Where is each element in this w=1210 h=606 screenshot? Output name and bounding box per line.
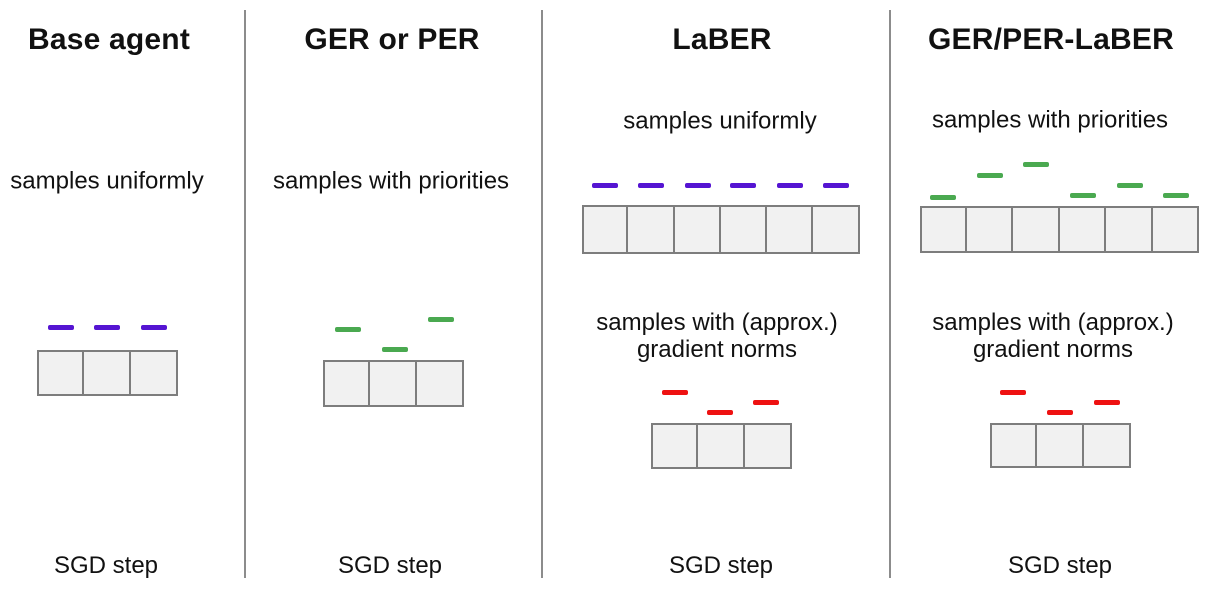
uniform-sample-dash — [141, 325, 167, 330]
column-title-ger-or-per: GER or PER — [304, 23, 480, 56]
transition-cell — [1084, 423, 1131, 468]
sgd-step-label: SGD step — [53, 552, 159, 579]
gradient-sampling-label: samples with (approx.) gradient norms — [932, 309, 1173, 363]
uniform-sample-dash — [94, 325, 120, 330]
priority-sample-dash — [382, 347, 408, 352]
uniform-sample-dash — [730, 183, 756, 188]
transition-box-row — [37, 350, 178, 396]
transition-cell — [417, 360, 464, 407]
sgd-step-label: SGD step — [668, 552, 774, 579]
transition-cell — [628, 205, 675, 254]
gradient-norm-dash — [1094, 400, 1120, 405]
gradient-norm-dash — [1047, 410, 1073, 415]
uniform-sample-dash — [685, 183, 711, 188]
uniform-sample-dash — [48, 325, 74, 330]
transition-cell — [1037, 423, 1084, 468]
transition-cell — [745, 423, 792, 469]
gradient-sampling-label-line: samples with (approx.) — [932, 309, 1174, 336]
transition-cell — [37, 350, 84, 396]
priority-sample-dash — [1163, 193, 1189, 198]
sgd-step-label: SGD step — [1007, 552, 1113, 579]
uniform-sample-dash — [592, 183, 618, 188]
transition-cell — [84, 350, 131, 396]
transition-cell — [323, 360, 370, 407]
transition-cell — [370, 360, 417, 407]
transition-cell — [1106, 206, 1153, 253]
transition-cell — [1013, 206, 1060, 253]
transition-cell — [767, 205, 814, 254]
transition-cell — [813, 205, 860, 254]
transition-cell — [720, 205, 768, 254]
priority-sample-dash — [335, 327, 361, 332]
transition-cell — [1152, 206, 1199, 253]
column-title-base-agent: Base agent — [27, 23, 191, 56]
sampling-label: samples with priorities — [273, 168, 509, 195]
priority-sample-dash — [1070, 193, 1096, 198]
priority-sample-dash — [977, 173, 1003, 178]
sampling-label-line: samples uniformly — [623, 107, 817, 135]
sampling-label: samples uniformly — [623, 108, 816, 135]
priority-sample-dash — [1023, 162, 1049, 167]
gradient-sampling-label-line: gradient norms — [636, 336, 798, 363]
transition-box-row — [920, 206, 1199, 253]
gradient-sampling-label-line: gradient norms — [972, 336, 1134, 363]
gradient-norm-dash — [753, 400, 779, 405]
gradient-norm-dash — [1000, 390, 1026, 395]
gradient-sampling-label: samples with (approx.) gradient norms — [596, 309, 837, 363]
transition-cell — [674, 205, 721, 254]
sgd-step-label: SGD step — [337, 552, 443, 579]
column-title-ger-per-laber: GER/PER-LaBER — [928, 23, 1174, 56]
sampling-label-line: samples with priorities — [931, 106, 1169, 134]
uniform-sample-dash — [777, 183, 803, 188]
transition-box-row — [323, 360, 464, 407]
transition-cell — [920, 206, 967, 253]
priority-sample-dash — [428, 317, 454, 322]
column-divider — [541, 10, 543, 578]
column-divider — [889, 10, 891, 578]
column-divider — [244, 10, 246, 578]
uniform-sample-dash — [638, 183, 664, 188]
gradient-sampling-label-line: samples with (approx.) — [596, 309, 838, 336]
uniform-sample-dash — [823, 183, 849, 188]
sampling-label-line: samples uniformly — [10, 167, 204, 195]
transition-cell — [651, 423, 698, 469]
transition-box-row — [990, 423, 1131, 468]
transition-cell — [131, 350, 178, 396]
transition-cell — [1059, 206, 1106, 253]
priority-sample-dash — [1117, 183, 1143, 188]
priority-sample-dash — [930, 195, 956, 200]
transition-box-row — [651, 423, 792, 469]
transition-cell — [698, 423, 745, 469]
gradient-norm-dash — [662, 390, 688, 395]
sampling-label: samples with priorities — [932, 107, 1168, 134]
transition-cell — [582, 205, 629, 254]
gradient-norm-dash — [707, 410, 733, 415]
sampling-label: samples uniformly — [10, 168, 203, 195]
sampling-label-line: samples with priorities — [272, 167, 510, 195]
transition-cell — [966, 206, 1013, 253]
column-title-laber: LaBER — [672, 23, 772, 56]
transition-cell — [990, 423, 1037, 468]
transition-box-row — [582, 205, 860, 254]
